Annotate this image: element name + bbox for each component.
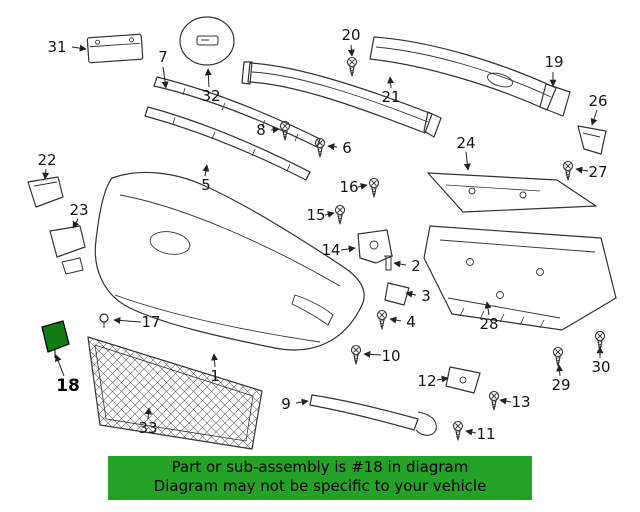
highlighted-part-shape	[41, 320, 70, 353]
emblem-art	[179, 16, 235, 66]
bumper-cover-art	[94, 171, 365, 351]
bracket-14-art	[357, 229, 393, 264]
upper-under-panel-art	[427, 172, 597, 213]
bracket-12-art	[445, 366, 481, 394]
banner-line1: Part or sub-assembly is #18 in diagram	[171, 458, 469, 476]
leader-lines	[42, 44, 604, 436]
lower-grille-mesh-art	[87, 336, 263, 450]
upper-trim-strip-art	[153, 76, 321, 148]
license-plate-bracket-art	[86, 33, 144, 64]
bracket-3-art	[384, 282, 410, 306]
front-impact-bar-art	[241, 61, 442, 138]
engine-under-cover-art	[423, 225, 617, 331]
highlighted-part-18-art	[41, 320, 70, 358]
lower-trim-strip-art	[144, 106, 311, 181]
pin-2-art	[384, 255, 393, 271]
diagram-note-banner: Part or sub-assembly is #18 in diagram D…	[108, 456, 532, 500]
bracket-26-art	[577, 125, 607, 155]
clip-17-art	[99, 313, 109, 328]
rear-reinforcement-beam-art	[369, 36, 571, 117]
fog-bezel-left-art	[27, 176, 86, 275]
banner-line2: Diagram may not be specific to your vehi…	[153, 477, 487, 495]
lower-trim-9-art	[309, 394, 437, 436]
